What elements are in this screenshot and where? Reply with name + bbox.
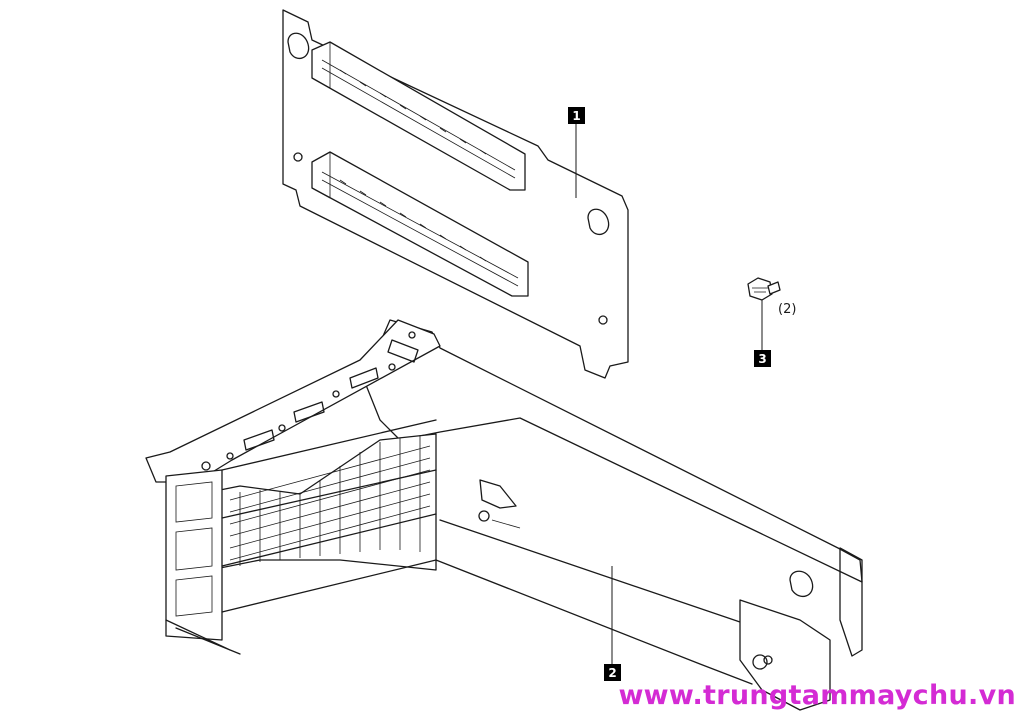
callout-2-number: 2 <box>608 666 616 680</box>
watermark-text: www.trungtammaychu.vn <box>618 680 1016 711</box>
screw <box>747 277 781 301</box>
riser-cage <box>145 319 863 711</box>
riser-card <box>282 9 629 379</box>
callout-3: 3 <box>754 350 771 367</box>
callout-1: 1 <box>568 107 585 124</box>
callout-1-number: 1 <box>572 109 580 123</box>
callout-2: 2 <box>604 664 621 681</box>
callout-3-number: 3 <box>758 352 766 366</box>
screw-quantity-label: (2) <box>778 302 796 317</box>
